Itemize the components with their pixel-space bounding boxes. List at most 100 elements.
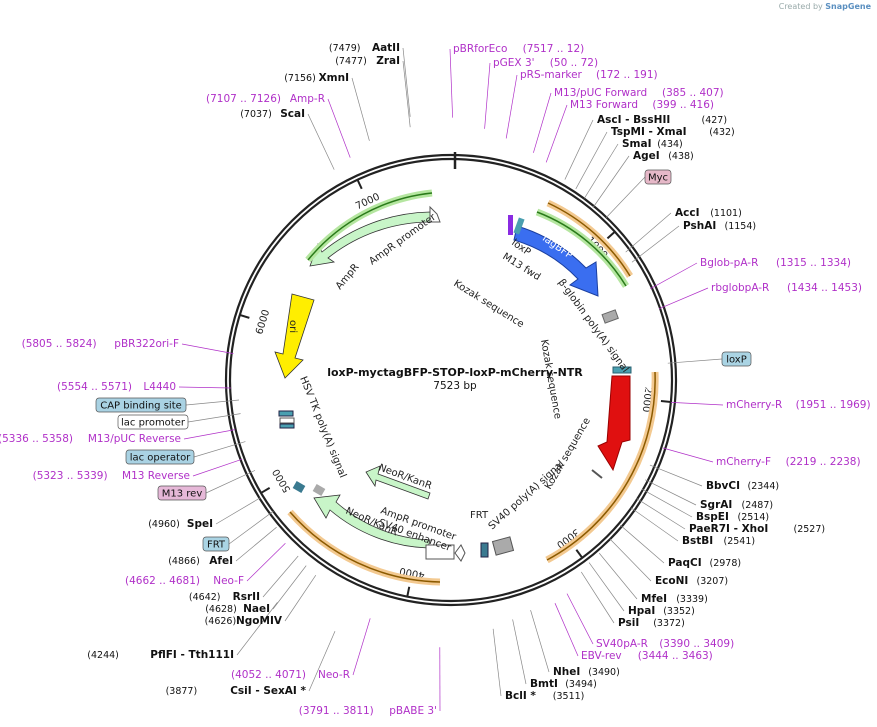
feature-tag-label: FRT	[207, 540, 226, 551]
enzyme-position: (2487)	[742, 500, 774, 511]
primer[interactable]: rbglobpA-R(1434 .. 1453)	[711, 282, 862, 294]
primer[interactable]: Neo-F(4662 .. 4681)	[125, 575, 244, 587]
primer[interactable]: pRS-marker(172 .. 191)	[520, 69, 658, 81]
enzyme-site[interactable]: BspEI(2514)	[696, 511, 769, 523]
primer[interactable]: EBV-rev(3444 .. 3463)	[581, 650, 713, 662]
enzyme-site[interactable]: SgrAI(2487)	[700, 499, 773, 511]
tick-3000	[575, 549, 584, 559]
enzyme-leader	[641, 488, 693, 518]
enzyme-site[interactable]: EcoNI(3207)	[655, 575, 728, 587]
enzyme-name: ScaI	[280, 108, 305, 120]
primer-leader	[650, 262, 698, 290]
enzyme-site[interactable]: SpeI(4960)	[148, 518, 213, 530]
primer[interactable]: M13/pUC Forward(385 .. 407)	[554, 87, 724, 99]
feature-tag[interactable]: FRT	[202, 536, 230, 552]
frt-feature	[480, 542, 489, 558]
enzyme-site[interactable]: PsiI(3372)	[618, 617, 685, 629]
primer[interactable]: Bglob-pA-R(1315 .. 1334)	[700, 257, 851, 269]
enzyme-position: (3511)	[553, 691, 585, 702]
enzyme-position: (4642)	[189, 592, 221, 603]
primer-range: (7517 .. 12)	[523, 43, 585, 55]
enzyme-site[interactable]: NgoMIV(4626)	[205, 615, 283, 627]
enzyme-site[interactable]: PaeR7I - XhoI(2527)	[689, 523, 825, 535]
enzyme-leader	[625, 212, 672, 253]
primer[interactable]: mCherry-R(1951 .. 1969)	[726, 399, 871, 411]
enzyme-site[interactable]: BmtI(3494)	[530, 678, 597, 690]
enzyme-site[interactable]: BstBI(2541)	[682, 535, 755, 547]
primer[interactable]: mCherry-F(2219 .. 2238)	[716, 456, 861, 468]
kozak3-mark	[591, 469, 603, 479]
primer[interactable]: Neo-R(4052 .. 4071)	[231, 669, 350, 681]
enzyme-site[interactable]: PflFI - Tth111I(4244)	[87, 649, 234, 661]
primer-range: (2219 .. 2238)	[786, 456, 861, 468]
enzyme-leader	[588, 562, 625, 612]
enzyme-site[interactable]: AgeI(438)	[633, 150, 694, 162]
enzyme-leader	[235, 526, 277, 562]
enzyme-site[interactable]: SmaI(434)	[622, 138, 683, 150]
neokan-arrow-2[interactable]	[313, 494, 431, 549]
enzyme-name: NheI	[553, 666, 580, 678]
feature-tag[interactable]: lac operator	[125, 449, 195, 465]
ampr-arrow[interactable]	[309, 211, 431, 267]
primer-range: (50 .. 72)	[550, 57, 598, 69]
enzyme-site[interactable]: NheI(3490)	[553, 666, 620, 678]
plasmid-name: loxP-myctagBFP-STOP-loxP-mCherry-NTR	[327, 366, 583, 379]
enzyme-name: SpeI	[187, 518, 213, 530]
enzyme-leader	[620, 524, 665, 564]
tick-label-2000: 2000	[640, 386, 653, 412]
enzyme-site[interactable]: AatII(7479)	[329, 42, 400, 54]
enzyme-name: PshAI	[683, 220, 716, 232]
enzyme-site[interactable]: BclI * (3511)	[505, 690, 584, 702]
enzyme-site[interactable]: TspMI - XmaI(432)	[611, 126, 735, 138]
primer[interactable]: L4440(5554 .. 5571)	[57, 381, 176, 393]
enzyme-position: (2344)	[748, 481, 780, 492]
loxp-right-feature	[612, 366, 632, 374]
primer-arc-green-1-line	[536, 211, 627, 287]
enzyme-site[interactable]: AfeI(4866)	[168, 555, 233, 567]
enzyme-site[interactable]: BbvCI(2344)	[706, 480, 779, 492]
enzyme-site[interactable]: PaqCI(2978)	[668, 557, 741, 569]
feature-tag[interactable]: Myc	[644, 169, 672, 185]
feature-tag[interactable]: loxP	[721, 351, 752, 367]
primer[interactable]: M13/pUC Reverse(5336 .. 5358)	[0, 433, 181, 445]
enzyme-leader	[636, 498, 686, 530]
enzyme-name: MfeI	[641, 593, 667, 605]
enzyme-site[interactable]: CsiI - SexAI *(3877)	[166, 685, 307, 697]
ori-arrow[interactable]	[274, 293, 315, 379]
feature-tag[interactable]: CAP binding site	[95, 397, 187, 413]
enzyme-site[interactable]: AscI - BssHII(427)	[597, 114, 727, 126]
enzyme-position: (432)	[709, 127, 735, 138]
enzyme-site[interactable]: NaeI(4628)	[205, 603, 270, 615]
neokan-arrow-1[interactable]	[365, 465, 431, 500]
mcherry-arrow[interactable]	[597, 375, 631, 472]
feature-tag[interactable]: M13 rev	[157, 485, 207, 501]
enzyme-site[interactable]: XmnI(7156)	[284, 72, 349, 84]
tagbfp-arrow[interactable]	[513, 225, 599, 297]
enzyme-site[interactable]: PshAI(1154)	[683, 220, 756, 232]
primer-leader	[554, 603, 579, 657]
enzyme-site[interactable]: ScaI(7037)	[240, 108, 305, 120]
enzyme-name: PaqCI	[668, 557, 702, 569]
enzyme-site[interactable]: HpaI(3352)	[628, 605, 695, 617]
enzyme-name: BclI *	[505, 690, 536, 702]
enzyme-site[interactable]: ZraI(7477)	[335, 55, 400, 67]
primer-name: Bglob-pA-R	[700, 257, 758, 269]
primer-leader	[246, 542, 286, 582]
feature-tag-leader	[228, 510, 274, 545]
primer[interactable]: M13 Forward(399 .. 416)	[570, 99, 714, 111]
primer[interactable]: pBR322ori-F(5805 .. 5824)	[22, 338, 179, 350]
feature-tag[interactable]: lac promoter	[117, 414, 189, 430]
enzyme-site[interactable]: AccI(1101)	[675, 207, 742, 219]
enzyme-site[interactable]: MfeI(3339)	[641, 593, 708, 605]
primer[interactable]: pGEX 3'(50 .. 72)	[493, 57, 598, 69]
primer[interactable]: M13 Reverse(5323 .. 5339)	[33, 470, 190, 482]
primer[interactable]: SV40pA-R(3390 .. 3409)	[596, 638, 734, 650]
frt-left-feature	[292, 481, 306, 493]
enzyme-leader	[272, 565, 307, 610]
primer[interactable]: pBRforEco(7517 .. 12)	[453, 43, 584, 55]
enzyme-site[interactable]: RsrII(4642)	[189, 591, 260, 603]
primer[interactable]: pBABE 3'(3791 .. 3811)	[299, 705, 437, 717]
enzyme-position: (3372)	[653, 618, 685, 629]
enzyme-leader	[598, 552, 638, 600]
primer[interactable]: Amp-R(7107 .. 7126)	[206, 93, 325, 105]
